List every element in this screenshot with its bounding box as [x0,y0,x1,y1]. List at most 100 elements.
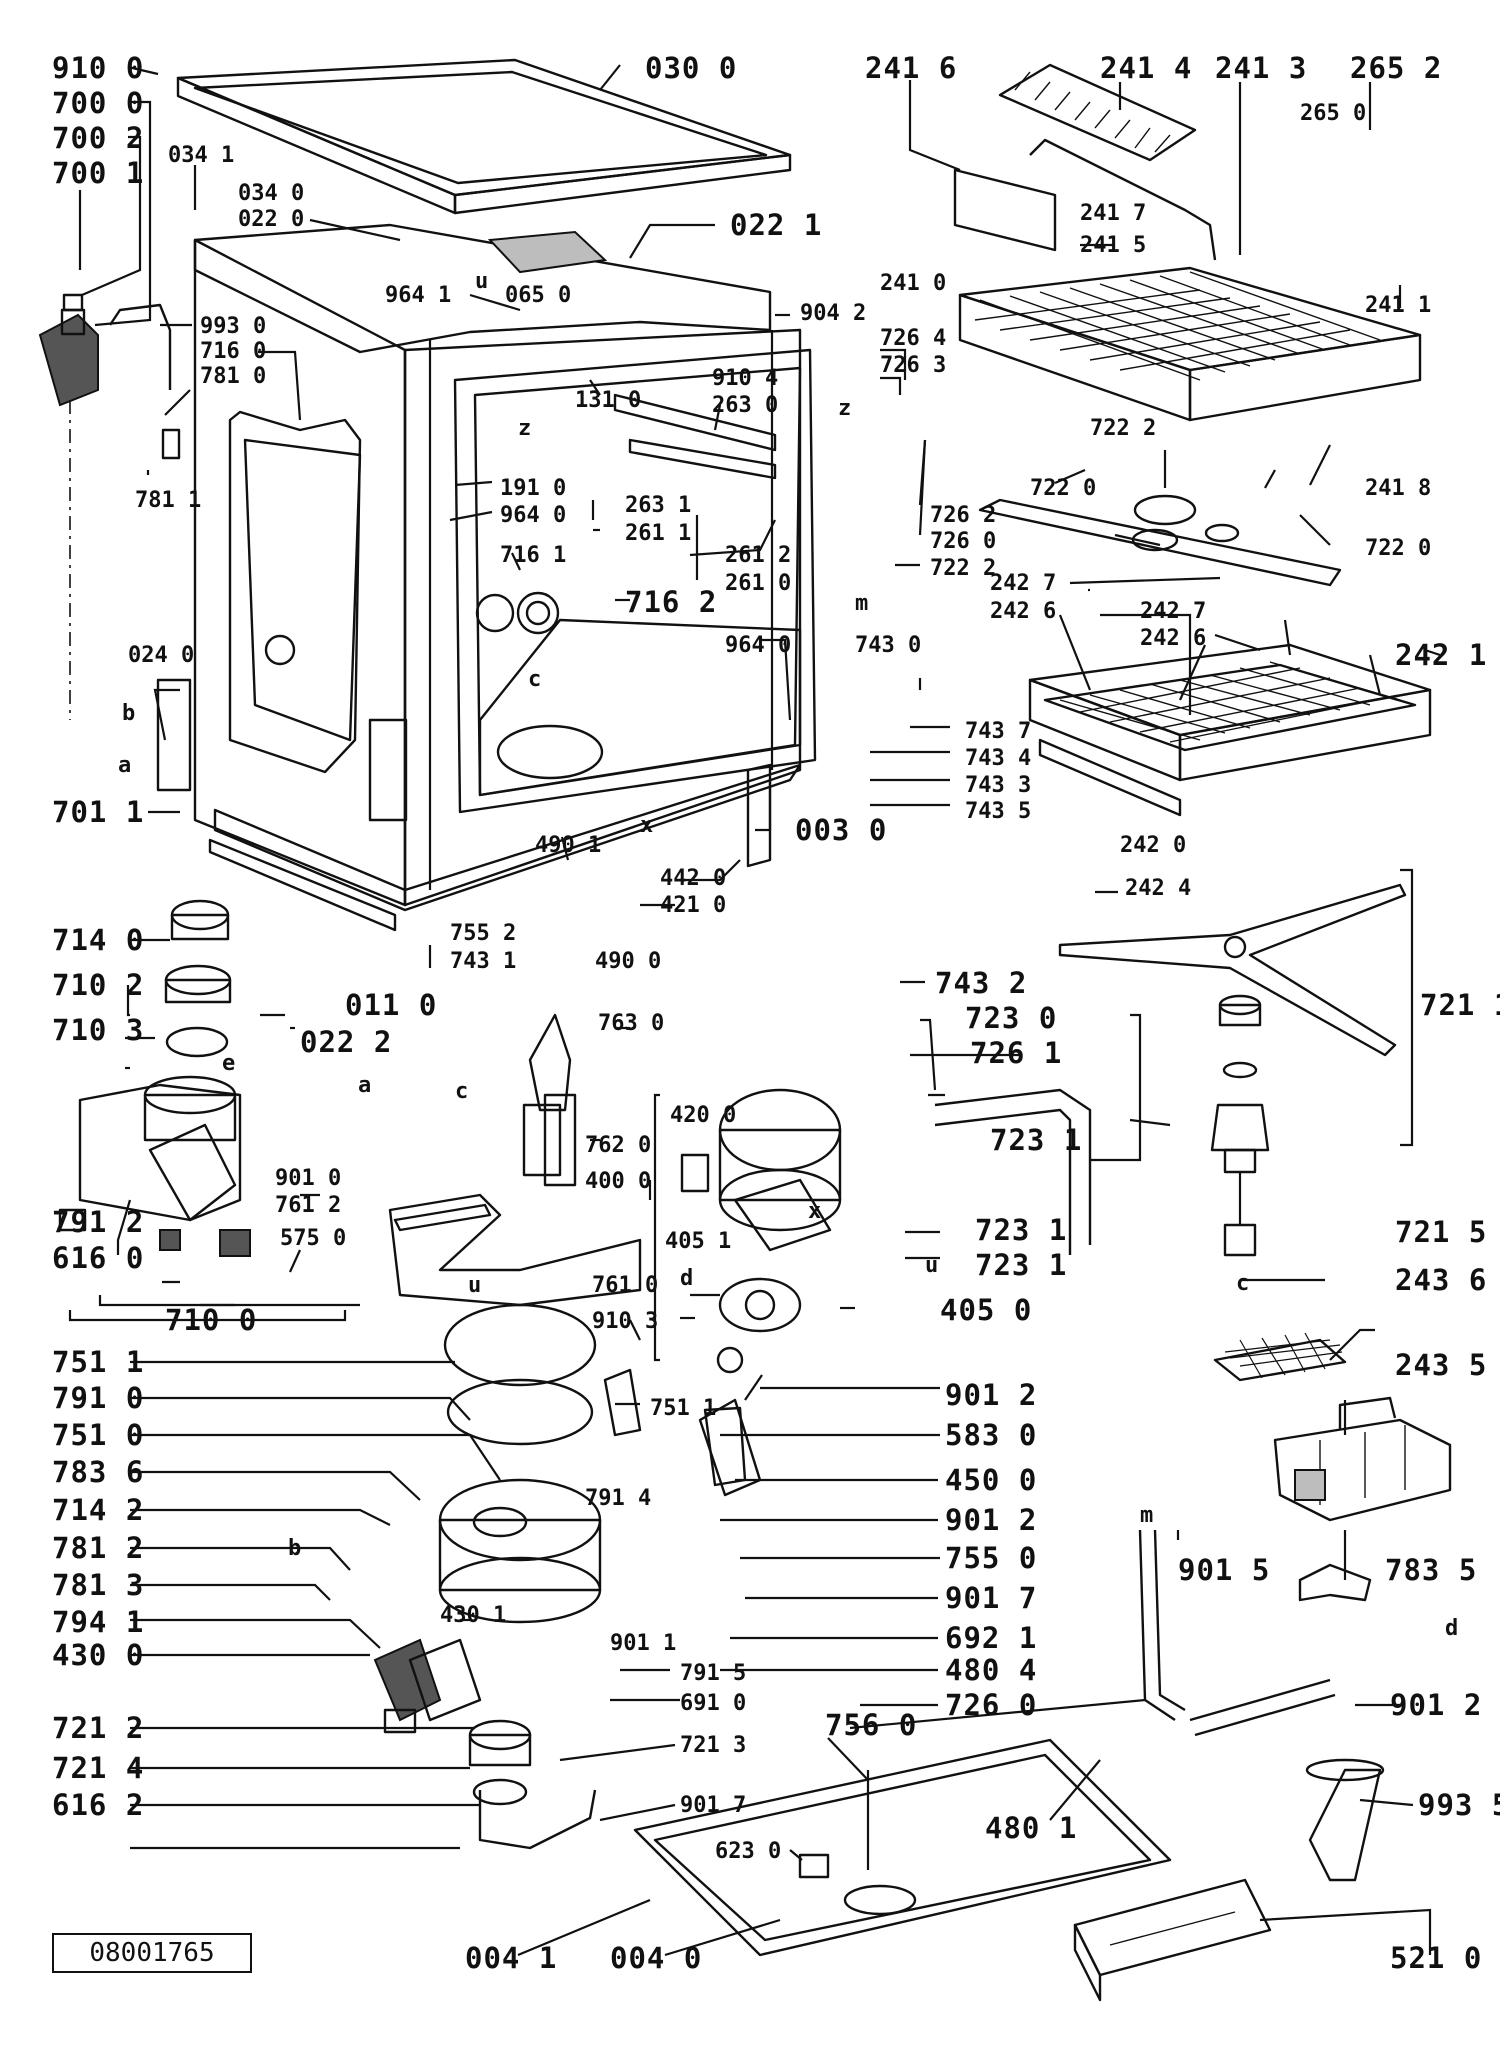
label-714-0: 714 0 [52,923,144,957]
label-964-1: 964 1 [385,283,451,308]
label-993-0: 993 0 [200,314,266,339]
lower-rack [1028,643,1432,817]
filter-grid [1213,1332,1347,1382]
letter-a-2: a [358,1073,371,1098]
label-261-1: 261 1 [625,521,691,546]
letter-z-2: z [838,396,851,421]
label-242-1: 242 1 [1395,638,1487,672]
label-022-2: 022 2 [300,1025,392,1059]
label-723-0: 723 0 [965,1001,1057,1035]
label-751-0: 751 0 [52,1418,144,1452]
label-743-0: 743 0 [855,633,921,658]
label-480-1: 480 1 [985,1811,1077,1845]
label-710-0: 710 0 [165,1303,257,1337]
label-722-0a: 722 0 [1030,476,1096,501]
label-490-1: 490 1 [535,833,601,858]
label-420-0: 420 0 [670,1103,736,1128]
label-065-0: 065 0 [505,283,571,308]
label-726-4: 726 4 [880,326,946,351]
label-700-0: 700 0 [52,86,144,120]
label-781-1: 781 1 [135,488,201,513]
label-034-0: 034 0 [238,181,304,206]
letter-x-2: x [808,1199,821,1224]
letter-c-1: c [528,667,541,692]
label-901-1: 901 1 [610,1631,676,1656]
label-743-3: 743 3 [965,773,1031,798]
label-575-0: 575 0 [280,1226,346,1251]
label-003-0: 003 0 [795,813,887,847]
label-901-7a: 901 7 [945,1581,1037,1615]
inlet-valve [38,293,181,1232]
connection-letters: u z z m c x b a e a c x d u c b m d u [118,269,1458,1641]
letter-u-1: u [475,269,488,294]
label-721-3: 721 3 [680,1733,746,1758]
label-722-2a: 722 2 [930,556,996,581]
label-721-4: 721 4 [52,1751,144,1785]
label-762-0: 762 0 [585,1133,651,1158]
label-241-8: 241 8 [1365,476,1431,501]
label-034-1: 034 1 [168,143,234,168]
label-480-4: 480 4 [945,1653,1037,1687]
drain-elbow [468,1719,597,1850]
label-011-0: 011 0 [345,988,437,1022]
label-490-0: 490 0 [595,949,661,974]
label-726-2: 726 2 [930,503,996,528]
letter-d-1: d [680,1266,693,1291]
label-241-0: 241 0 [880,271,946,296]
upper-basket [958,266,1422,422]
letter-m-1: m [855,591,868,616]
label-910-3: 910 3 [592,1309,658,1334]
label-241-3: 241 3 [1215,51,1307,85]
label-265-2: 265 2 [1350,51,1442,85]
label-131-0: 131 0 [575,388,641,413]
label-726-0b: 726 0 [945,1688,1037,1722]
label-783-6: 783 6 [52,1455,144,1489]
letter-d-2: d [1445,1616,1458,1641]
label-405-1: 405 1 [665,1229,731,1254]
label-700-1: 700 1 [52,156,144,190]
label-442-0: 442 0 [660,866,726,891]
label-781-2: 781 2 [52,1531,144,1565]
label-243-5: 243 5 [1395,1348,1487,1382]
label-723-1c: 723 1 [975,1248,1067,1282]
label-756-0: 756 0 [825,1708,917,1742]
label-751-1b: 751 1 [650,1396,716,1421]
label-701-1: 701 1 [52,795,144,829]
label-781-0: 781 0 [200,364,266,389]
label-242-4: 242 4 [1125,876,1191,901]
label-692-1: 692 1 [945,1621,1037,1655]
label-794-1: 794 1 [52,1605,144,1639]
label-421-0: 421 0 [660,893,726,918]
label-241-6: 241 6 [865,51,957,85]
control-panel [1073,1878,1272,2002]
letter-z-1: z [518,416,531,441]
label-710-3: 710 3 [52,1013,144,1047]
label-716-0: 716 0 [200,339,266,364]
part-labels: 910 0 700 0 700 2 700 1 034 1 034 0 022 … [52,51,1500,1975]
label-261-0: 261 0 [725,571,791,596]
label-616-0: 616 0 [52,1241,144,1275]
label-726-3: 726 3 [880,353,946,378]
label-791-2: 791 2 [52,1205,144,1239]
label-964-0a: 964 0 [500,503,566,528]
label-030-0: 030 0 [645,51,737,85]
label-743-5: 743 5 [965,799,1031,824]
label-242-7b: 242 7 [1140,599,1206,624]
letter-u-2: u [925,1253,938,1278]
label-716-1: 716 1 [500,543,566,568]
spray-arm-upper [978,494,1342,587]
label-964-0b: 964 0 [725,633,791,658]
label-910-4: 910 4 [712,366,778,391]
label-450-0: 450 0 [945,1463,1037,1497]
label-430-0: 430 0 [52,1638,144,1672]
label-751-1a: 751 1 [52,1345,144,1379]
label-241-4: 241 4 [1100,51,1192,85]
label-743-2: 743 2 [935,966,1027,1000]
letter-b-2: b [288,1536,301,1561]
drain-pump [373,1638,482,1734]
drawing-reference-code: 08001765 [52,1933,252,1973]
label-743-1: 743 1 [450,949,516,974]
label-691-0: 691 0 [680,1691,746,1716]
letter-m-2: m [1140,1503,1153,1528]
label-191-0: 191 0 [500,476,566,501]
